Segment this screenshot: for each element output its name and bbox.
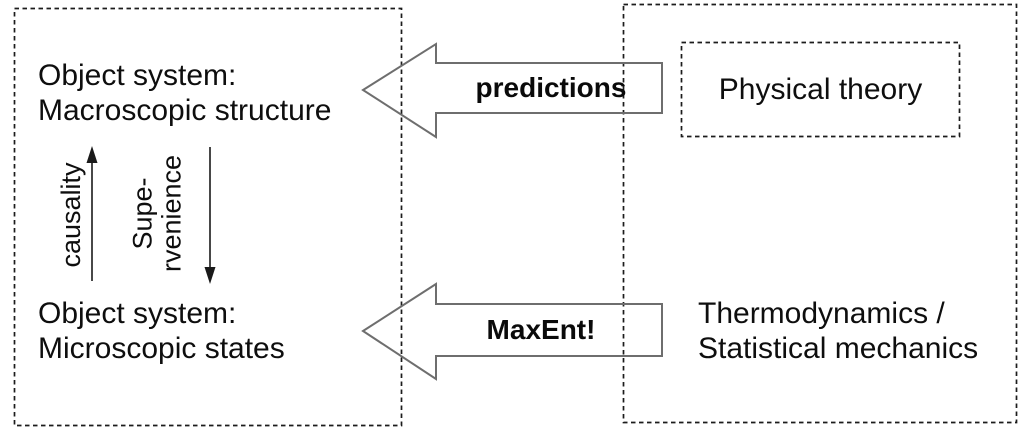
physical-theory-label: Physical theory bbox=[718, 72, 923, 106]
object-system-macroscopic-label: Object system: Macroscopic structure bbox=[38, 59, 332, 127]
maxent-label: MaxEnt! bbox=[486, 314, 596, 345]
object-system-microscopic-label: Object system: Microscopic states bbox=[38, 297, 285, 365]
object-system-dashed-box bbox=[13, 7, 403, 427]
physical-theory-dashed-box bbox=[680, 41, 961, 138]
predictions-arrow bbox=[361, 42, 663, 139]
predictions-label: predictions bbox=[475, 72, 627, 103]
causality-arrowhead-up-icon bbox=[86, 146, 98, 163]
theory-dashed-box bbox=[622, 3, 1018, 424]
causality-label: causality bbox=[55, 162, 86, 268]
thermodynamics-label: Thermodynamics / Statistical mechanics bbox=[698, 297, 979, 365]
supervenience-label: Supe- rvenience bbox=[127, 154, 186, 273]
maxent-arrow bbox=[361, 282, 663, 381]
supervenience-arrowhead-down-icon bbox=[204, 267, 216, 284]
